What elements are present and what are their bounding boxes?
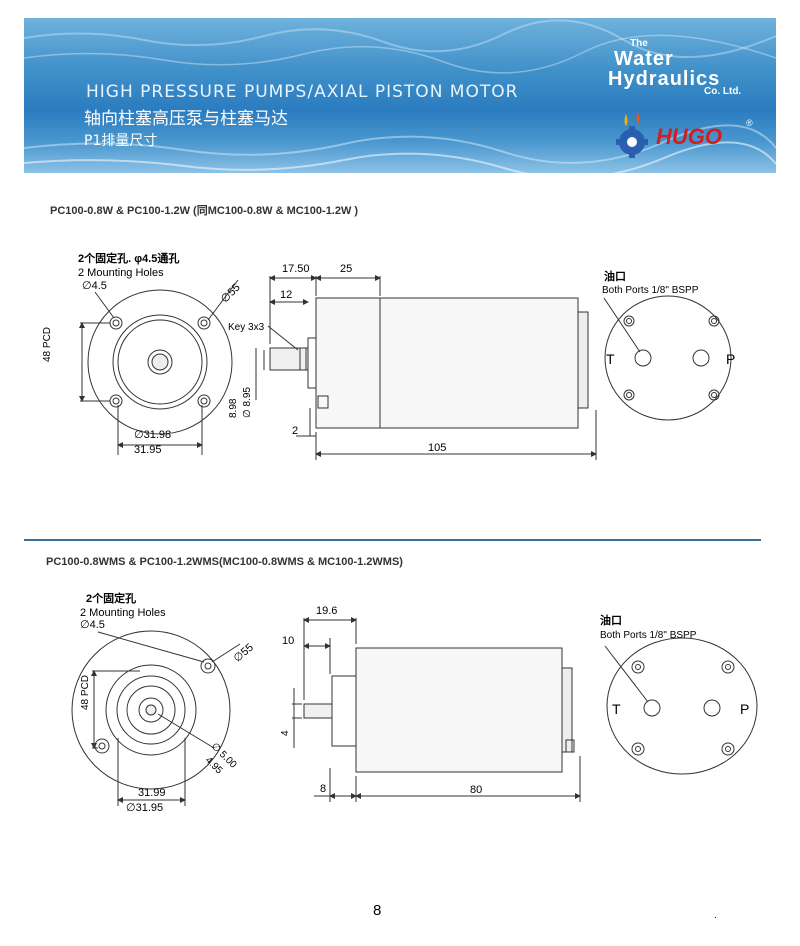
header-banner: HIGH PRESSURE PUMPS/AXIAL PISTON MOTOR 轴… [24, 18, 776, 173]
drop-icon [624, 114, 628, 126]
s1-od: ∅55 [219, 282, 243, 306]
side-view-1 [255, 275, 597, 460]
s2-od: ∅55 [231, 642, 255, 665]
s1-port-t: T [606, 351, 615, 367]
section-divider [24, 539, 761, 541]
s1-d1: 17.50 [282, 263, 310, 275]
logo-brand: HUGO [656, 124, 722, 149]
s2-holes-cn: 2个固定孔 [86, 591, 136, 605]
s1-length: 105 [428, 442, 446, 454]
s1-holes-cn: 2个固定孔. φ4.5通孔 [78, 251, 179, 265]
s2-port-p: P [740, 701, 749, 717]
s2-port-cn: 油口 [600, 613, 622, 627]
s2-d4: 8 [320, 783, 326, 795]
s2-boss-a: 31.99 [138, 787, 166, 799]
port-view-2 [604, 637, 758, 775]
s1-holes-en: 2 Mounting Holes [78, 267, 164, 279]
flame-icon [636, 112, 640, 124]
logo-water: Water [614, 48, 674, 70]
s2-boss-b: ∅31.95 [126, 802, 163, 814]
footer-mark: . [714, 910, 717, 921]
s2-hole-dia: ∅4.5 [80, 619, 105, 631]
section1-title: PC100-0.8W & PC100-1.2W (同MC100-0.8W & M… [50, 205, 359, 217]
s1-port-cn: 油口 [604, 269, 626, 283]
water-ripple-background [24, 19, 776, 173]
s1-shaft-a: ∅31.98 [134, 429, 171, 441]
s2-port-en: Both Ports 1/8" BSPP [600, 630, 697, 641]
s1-pcd: 48 PCD [42, 327, 53, 362]
hugo-logo: HUGO ® [616, 112, 753, 158]
s1-d4: 2 [292, 425, 298, 437]
s2-port-t: T [612, 701, 621, 717]
s1-hole-dia: ∅4.5 [82, 280, 107, 292]
s1-sh-a: 8.98 [228, 398, 239, 418]
logo-hydraulics: Hydraulics [608, 68, 721, 90]
logo-the: The [630, 38, 648, 49]
logo-reg: ® [746, 118, 753, 128]
banner-subtitle: P1排量尺寸 [84, 133, 158, 149]
s1-d3: 12 [280, 289, 292, 301]
s1-d2: 25 [340, 263, 352, 275]
s2-pcd: 48 PCD [80, 675, 91, 710]
logo-co-ltd: Co. Ltd. [704, 86, 742, 97]
section1-drawing: 2个固定孔. φ4.5通孔 2 Mounting Holes ∅4.5 48 P… [42, 251, 735, 460]
s2-d3: 4 [280, 730, 291, 736]
section2-drawing: 2个固定孔 2 Mounting Holes ∅4.5 48 PCD ∅55 ∅… [71, 591, 758, 814]
s2-d1: 19.6 [316, 605, 337, 617]
banner-title-en: HIGH PRESSURE PUMPS/AXIAL PISTON MOTOR [86, 82, 519, 102]
page-number: 8 [373, 902, 382, 919]
s1-key: Key 3x3 [228, 322, 265, 333]
s1-sh-b: ∅ 8.95 [242, 387, 253, 418]
gear-icon [616, 126, 648, 158]
port-view-1 [603, 295, 732, 421]
s1-port-p: P [726, 351, 735, 367]
s2-holes-en: 2 Mounting Holes [80, 607, 166, 619]
side-view-2 [292, 617, 581, 802]
front-view-2 [71, 630, 241, 806]
s1-shaft-b: 31.95 [134, 444, 162, 456]
s1-port-en: Both Ports 1/8" BSPP [602, 285, 699, 296]
s2-length: 80 [470, 784, 482, 796]
section2-title: PC100-0.8WMS & PC100-1.2WMS(MC100-0.8WMS… [46, 556, 403, 568]
banner-title-cn: 轴向柱塞高压泵与柱塞马达 [84, 109, 288, 129]
s2-d2: 10 [282, 635, 294, 647]
front-view-1 [79, 279, 239, 455]
